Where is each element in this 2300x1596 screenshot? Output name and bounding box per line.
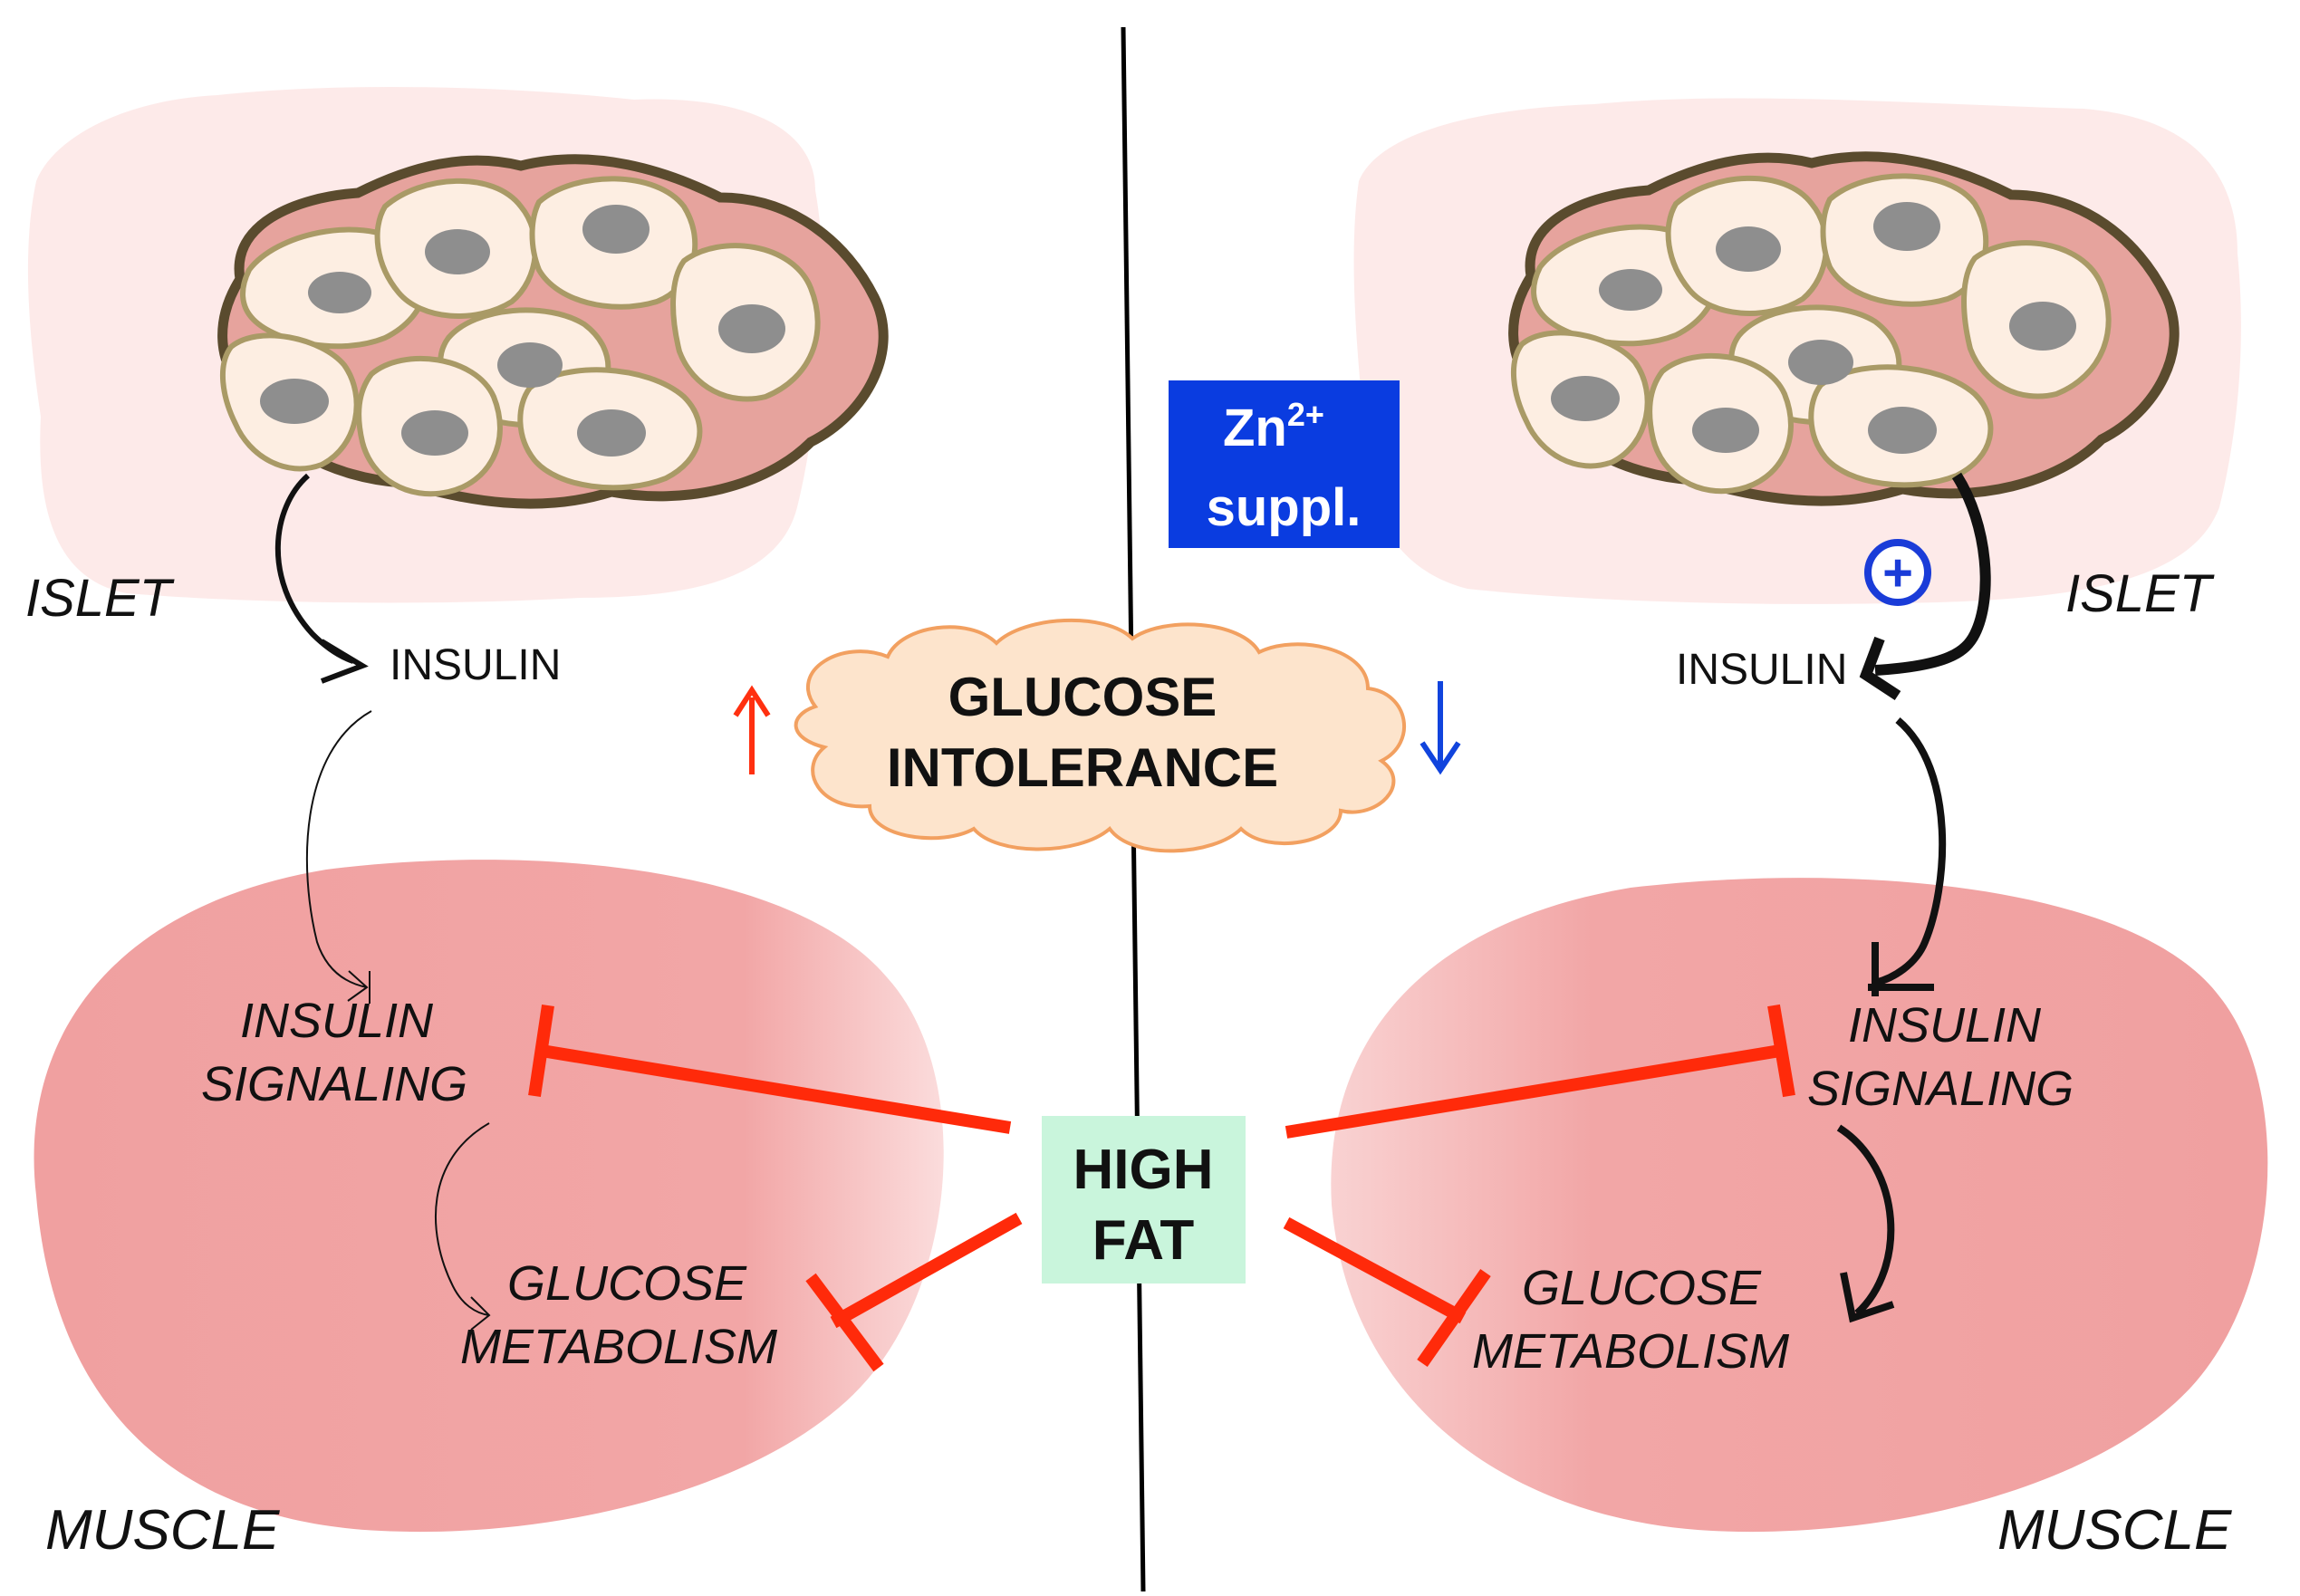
right-islet-label: ISLET	[2065, 564, 2215, 623]
right-muscle-label: MUSCLE	[1997, 1499, 2232, 1562]
plus-circle-icon: +	[1864, 539, 1931, 606]
arrow-up-icon	[733, 685, 771, 774]
right-metabolism-line1: GLUCOSE	[1522, 1261, 1762, 1315]
left-metabolism-line2: METABOLISM	[460, 1320, 777, 1374]
right-signaling-line2: SIGNALING	[1807, 1062, 2074, 1116]
arrow-down-icon	[1419, 681, 1461, 775]
high-fat-line1: HIGH	[1073, 1139, 1214, 1201]
right-islet-cluster	[1514, 157, 2175, 501]
left-islet-nuclei	[260, 205, 785, 457]
right-muscle	[1331, 878, 2268, 1533]
zinc-supplement-box: Zn2+ suppl.	[1169, 380, 1400, 548]
left-insulin-label: INSULIN	[390, 641, 561, 689]
right-panel: ISLET + INSULIN INSULIN SIGNALING GLUCOS…	[1331, 98, 2268, 1562]
high-fat-box: HIGH FAT	[1042, 1116, 1246, 1284]
right-insulin-to-signaling-arrow	[1873, 716, 1947, 986]
left-signaling-line1: INSULIN	[240, 994, 434, 1048]
left-signaling-line2: SIGNALING	[201, 1057, 467, 1111]
left-islet-label: ISLET	[25, 569, 175, 628]
left-panel: ISLET INSULIN INSULIN SIGNALING GLUCOSE …	[25, 86, 944, 1562]
plus-symbol: +	[1882, 543, 1913, 602]
inhibition-lines	[528, 1004, 1795, 1372]
right-islet-to-insulin-arrow	[1874, 472, 1991, 676]
right-signaling-to-metabolism-arrow	[1836, 1124, 1895, 1316]
left-islet-cluster	[223, 159, 884, 504]
cloud-line2: INTOLERANCE	[887, 737, 1278, 798]
zinc-label: Zn2+	[1223, 396, 1324, 457]
right-islet-nuclei	[1551, 202, 2076, 454]
left-muscle-label: MUSCLE	[45, 1499, 280, 1562]
right-metabolism-line2: METABOLISM	[1472, 1324, 1789, 1379]
zinc-suppl-label: suppl.	[1207, 478, 1362, 537]
left-insulin-to-signaling-arrow	[305, 710, 372, 988]
high-fat-line2: FAT	[1092, 1209, 1195, 1272]
left-signaling-inhibition	[540, 1044, 1012, 1134]
right-signaling-inhibition	[1285, 1044, 1782, 1139]
right-metabolism-inhibition	[1283, 1216, 1467, 1324]
glucose-intolerance-cloud: GLUCOSE INTOLERANCE	[794, 618, 1406, 853]
right-insulin-label: INSULIN	[1676, 646, 1847, 694]
left-muscle	[34, 860, 944, 1533]
left-metabolism-line1: GLUCOSE	[507, 1256, 747, 1311]
left-signaling-to-metabolism-arrow	[435, 1122, 490, 1316]
left-metabolism-inhibition	[830, 1212, 1023, 1329]
cloud-line1: GLUCOSE	[948, 667, 1217, 727]
right-signaling-line1: INSULIN	[1848, 998, 2042, 1053]
